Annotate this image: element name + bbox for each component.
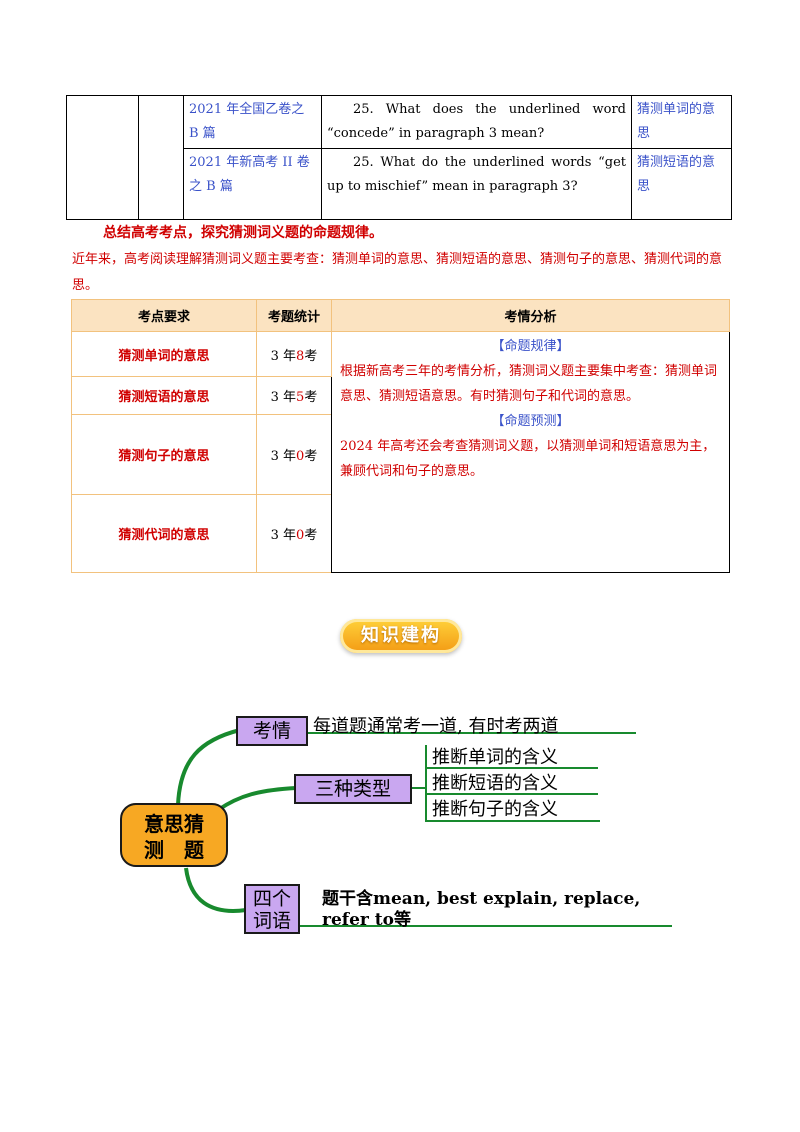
branch1-text: 每道题通常考一道, 有时考两道 bbox=[313, 716, 559, 737]
forecast-title: 【命题预测】 bbox=[491, 414, 570, 429]
branch2-node: 三种类型 bbox=[294, 774, 412, 804]
section-badge: 知识建构 bbox=[340, 619, 462, 653]
stat-cell: 3 年5考 bbox=[256, 376, 332, 415]
column-header: 考题统计 bbox=[256, 299, 332, 332]
question-text: 25. What do the underlined words “get up… bbox=[327, 155, 626, 194]
analysis-cell: 【命题规律】 根据新高考三年的考情分析，猜测词义题主要集中考查：猜测单词意思、猜… bbox=[331, 331, 730, 573]
stat-prefix: 3 年 bbox=[270, 348, 297, 364]
type-cell: 猜测短语的意思 bbox=[631, 148, 732, 220]
branch3-label-line: 词语 bbox=[252, 910, 291, 932]
requirement-cell: 猜测代词的意思 bbox=[71, 494, 257, 573]
column-header: 考情分析 bbox=[331, 299, 730, 332]
forecast-text: 2024 年高考还会考查猜测词义题，以猜测单词和短语意思为主，兼顾代词和句子的意… bbox=[340, 439, 716, 479]
mindmap-center-node: 意思猜 测 题 bbox=[120, 803, 228, 867]
table-row: 2021 年新高考 II 卷之 B 篇 25. What do the unde… bbox=[67, 148, 732, 220]
stat-prefix: 3 年 bbox=[270, 449, 297, 464]
branch-line-3 bbox=[184, 867, 247, 913]
stat-number: 5 bbox=[296, 390, 305, 405]
stat-suffix: 考 bbox=[304, 528, 318, 543]
requirement-cell: 猜测句子的意思 bbox=[71, 414, 257, 495]
question-cell: 25. What does the underlined word “conce… bbox=[321, 95, 632, 149]
stat-number: 8 bbox=[296, 348, 305, 364]
table-row: 猜测单词的意思 3 年8考 【命题规律】 根据新高考三年的考情分析，猜测词义题主… bbox=[71, 331, 730, 573]
stat-cell: 3 年0考 bbox=[256, 494, 332, 573]
mindmap-connectors bbox=[176, 728, 672, 927]
stat-number: 0 bbox=[296, 449, 305, 464]
table-row: 2021 年全国乙卷之 B 篇 25. What does the underl… bbox=[66, 95, 732, 220]
summary-paragraph: 近年来，高考阅读理解猜测词义题主要考查：猜测单词的意思、猜测短语的意思、猜测句子… bbox=[72, 252, 723, 293]
table-cell bbox=[66, 95, 139, 220]
center-line-2: 测 题 bbox=[144, 838, 204, 862]
summary-heading: 总结高考考点，探究猜测词义题的命题规律。 bbox=[103, 225, 383, 241]
branch-line-2 bbox=[216, 786, 297, 812]
table-header-row: 考点要求 考题统计 考情分析 bbox=[71, 299, 730, 332]
question-cell: 25. What do the underlined words “get up… bbox=[321, 148, 632, 220]
requirement-cell: 猜测单词的意思 bbox=[71, 331, 257, 377]
stat-prefix: 3 年 bbox=[270, 528, 297, 543]
stat-suffix: 考 bbox=[304, 348, 318, 364]
rule-title: 【命题规律】 bbox=[491, 339, 570, 354]
branch2-item: 推断单词的含义 bbox=[432, 747, 558, 768]
question-text: 25. What does the underlined word “conce… bbox=[327, 102, 626, 141]
stat-suffix: 考 bbox=[304, 449, 318, 464]
question-source-table: 2021 年全国乙卷之 B 篇 25. What does the underl… bbox=[66, 95, 732, 220]
requirement-cell: 猜测短语的意思 bbox=[71, 376, 257, 415]
branch3-label-line: 四个 bbox=[252, 888, 291, 910]
stat-prefix: 3 年 bbox=[270, 390, 297, 405]
branch-line-1 bbox=[176, 728, 241, 806]
analysis-table: 考点要求 考题统计 考情分析 猜测单词的意思 3 年8考 【命题规律】 根据新高… bbox=[71, 299, 730, 573]
stat-suffix: 考 bbox=[304, 390, 318, 405]
branch3-text-line: 题干含mean, best explain, replace, bbox=[322, 889, 641, 909]
branch2-item: 推断短语的含义 bbox=[432, 773, 558, 794]
table-row: 猜测短语的意思 3 年5考 bbox=[71, 376, 730, 415]
table-cell bbox=[138, 95, 184, 220]
branch3-text-line: refer to等 bbox=[322, 910, 411, 930]
rule-text: 根据新高考三年的考情分析，猜测词义题主要集中考查：猜测单词意思、猜测短语意思。有… bbox=[340, 364, 718, 404]
source-cell: 2021 年新高考 II 卷之 B 篇 bbox=[183, 148, 322, 220]
table-row: 猜测句子的意思 3 年0考 bbox=[71, 414, 730, 495]
branch2-item: 推断句子的含义 bbox=[432, 799, 558, 820]
stat-number: 0 bbox=[296, 528, 305, 543]
center-line-1: 意思猜 bbox=[144, 812, 204, 836]
branch3-node: 四个 词语 bbox=[244, 884, 300, 934]
branch1-node: 考情 bbox=[236, 716, 308, 746]
stat-cell: 3 年0考 bbox=[256, 414, 332, 495]
stat-cell: 3 年8考 bbox=[256, 331, 332, 377]
column-header: 考点要求 bbox=[71, 299, 257, 332]
table-row: 猜测代词的意思 3 年0考 bbox=[71, 494, 730, 573]
type-cell: 猜测单词的意思 bbox=[631, 95, 732, 149]
source-cell: 2021 年全国乙卷之 B 篇 bbox=[183, 95, 322, 149]
